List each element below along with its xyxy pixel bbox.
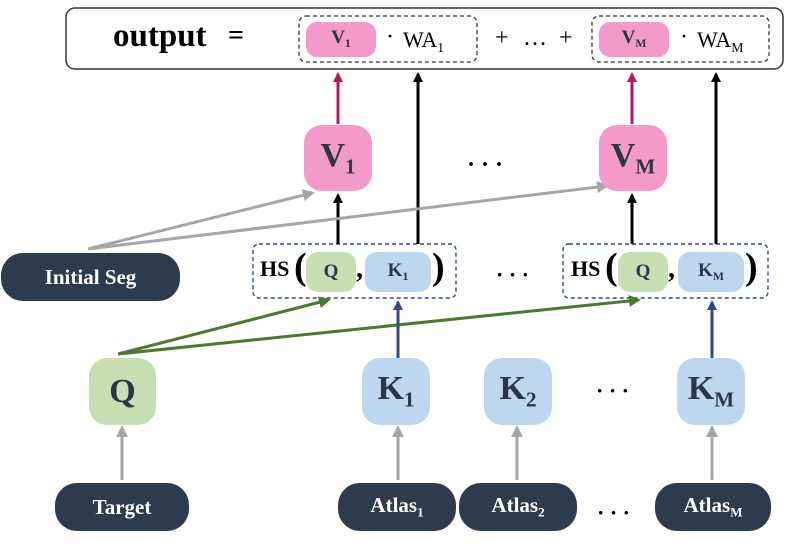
hs-ellipsis: · · · xyxy=(496,262,530,287)
output-wa1: WA1 xyxy=(403,27,445,55)
output-plus-2: + xyxy=(559,25,573,51)
output-word: output xyxy=(113,18,207,54)
target-label: Target xyxy=(92,494,152,519)
hs-m-k-chip: KM xyxy=(678,252,744,292)
key-node-k2: K2 xyxy=(484,358,552,425)
values-ellipsis: · · · xyxy=(467,152,504,178)
value-v1-text: V1 xyxy=(320,136,356,179)
key-node-km: KM xyxy=(677,358,745,425)
output-v1-text: V1 xyxy=(331,27,351,51)
key-node-k1: K1 xyxy=(362,358,430,425)
output-ellipsis: … xyxy=(523,25,547,51)
hs-m-comma: , xyxy=(668,253,675,284)
inputs-ellipsis: · · · xyxy=(597,500,631,525)
hs-1-q-chip: Q xyxy=(306,252,356,292)
arrow-q-to-hs1 xyxy=(117,296,331,356)
hs-1-k-text: K1 xyxy=(387,259,409,284)
hs-1-label: HS xyxy=(260,256,290,281)
output-v1-chip: V1 xyxy=(306,22,376,57)
hs-m-q-chip: Q xyxy=(618,252,668,292)
value-node-v1: V1 xyxy=(304,125,372,191)
output-vm-text: VM xyxy=(621,27,647,51)
atlas-m-label: AtlasM xyxy=(683,493,743,520)
query-node-q: Q xyxy=(89,358,156,425)
output-wam: WAM xyxy=(697,27,744,55)
hs-1-q-text: Q xyxy=(323,261,339,282)
query-q-text: Q xyxy=(109,372,136,410)
atlas-2-label: Atlas2 xyxy=(491,493,545,520)
initial-seg-label: Initial Seg xyxy=(44,264,137,289)
output-dot-1: · xyxy=(386,24,394,50)
keys-ellipsis: · · · xyxy=(596,378,630,403)
atlas-1-label: Atlas1 xyxy=(370,493,424,520)
hs-1-k-chip: K1 xyxy=(365,252,431,292)
atlas-m-node: AtlasM xyxy=(655,483,771,531)
key-k1-text: K1 xyxy=(377,370,415,412)
key-k2-text: K2 xyxy=(499,370,537,412)
term-1-box xyxy=(298,15,478,63)
hs-m-open-paren: ( xyxy=(605,246,618,288)
output-label: output xyxy=(113,18,207,55)
hs-box-m xyxy=(562,243,769,299)
output-plus-1: + xyxy=(495,25,509,51)
output-dot-2: · xyxy=(680,24,688,50)
key-km-text: KM xyxy=(687,370,735,412)
atlas-2-node: Atlas2 xyxy=(459,483,577,531)
hs-m-q-text: Q xyxy=(635,261,651,282)
initial-seg-node: Initial Seg xyxy=(1,253,180,301)
hs-1-comma: , xyxy=(356,253,363,284)
arrow-q-to-hsm xyxy=(117,294,641,356)
target-node: Target xyxy=(55,483,189,531)
term-m-box xyxy=(591,15,770,63)
atlas-1-node: Atlas1 xyxy=(338,483,456,531)
hs-1-close-paren: ) xyxy=(432,246,445,288)
hs-m-close-paren: ) xyxy=(745,246,758,288)
arrow-initseg-to-v1 xyxy=(87,189,315,251)
output-vm-chip: VM xyxy=(599,22,669,57)
hs-box-1 xyxy=(252,243,457,299)
hs-m-label: HS xyxy=(571,256,601,281)
hs-1-open-paren: ( xyxy=(294,246,307,288)
value-node-vm: VM xyxy=(599,125,667,191)
arrow-initseg-to-vm xyxy=(87,181,609,251)
hs-m-k-text: KM xyxy=(698,259,724,284)
equals-sign: = xyxy=(228,20,244,51)
value-vm-text: VM xyxy=(610,136,656,179)
